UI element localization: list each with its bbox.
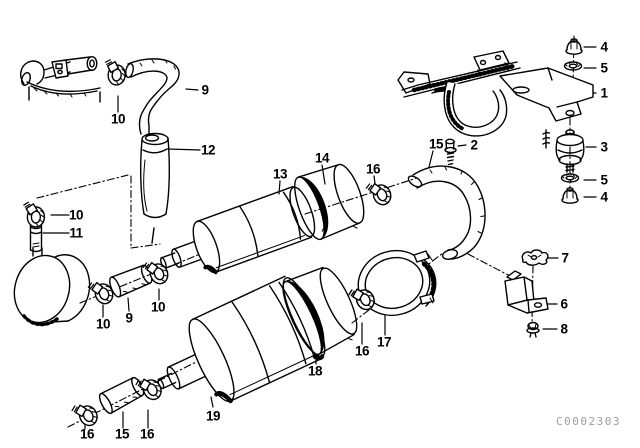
callout-4: 4 [600,39,608,55]
hose-9-top [125,58,180,135]
callout-6: 6 [560,296,568,312]
callout-14: 14 [314,150,330,166]
callout-9: 9 [125,310,133,326]
callout-8: 8 [560,321,568,337]
callout-12: 12 [200,142,216,158]
rubber-mount-3 [555,129,585,173]
callout-16: 16 [354,343,370,359]
callout-10: 10 [95,316,111,332]
lock-washer-5-top [563,61,583,71]
callout-9: 9 [201,82,209,98]
screw-8 [526,321,540,338]
callout-16: 16 [79,426,95,442]
callout-4: 4 [600,189,608,205]
hose-clamp-16-br [134,372,166,405]
callout-16: 16 [365,161,381,177]
hose-9-mid [109,264,153,298]
callout-18: 18 [307,363,323,379]
hose-clamp-10-mid-right [141,256,172,289]
rubber-sleeve-12 [139,132,171,244]
hose-clamp-10-top [102,58,128,87]
callout-1: 1 [600,85,608,101]
hose-15-bottom [98,376,145,415]
bracket-6 [504,270,549,314]
vent-valve-11 [29,222,43,253]
callout-11: 11 [69,225,83,241]
callout-10: 10 [68,207,84,223]
hose-15-top [407,165,486,260]
callout-5: 5 [600,172,608,188]
callout-13: 13 [272,166,288,182]
callout-5: 5 [600,60,608,76]
callout-10: 10 [110,111,126,127]
callout-10: 10 [150,299,166,315]
bracket-1 [397,50,594,149]
hose-clamp-10-disc [22,201,47,229]
fuel-pump-13 [160,185,316,275]
callout-15: 15 [428,136,444,152]
filter-cup-18 [282,266,358,356]
hose-clamp-16-bl [70,398,102,431]
lock-washer-5-bottom [560,173,580,183]
diagram-code: C0002303 [556,415,621,428]
callout-2: 2 [470,137,478,153]
screw-2 [444,138,457,166]
nut-4-top [565,38,583,55]
callout-17: 17 [376,334,392,350]
clip-7 [521,249,549,266]
callout-16: 16 [139,426,155,442]
nut-4-bottom [561,187,579,204]
pump-cup-14 [294,163,365,241]
damper-disc [13,247,91,327]
callout-3: 3 [600,139,608,155]
callout-7: 7 [561,250,569,266]
callout-15: 15 [114,426,130,442]
callout-19: 19 [205,408,221,424]
leader-lines [42,46,597,430]
clamp-ring-17 [357,249,437,317]
fuel-sender-flange [20,56,101,103]
